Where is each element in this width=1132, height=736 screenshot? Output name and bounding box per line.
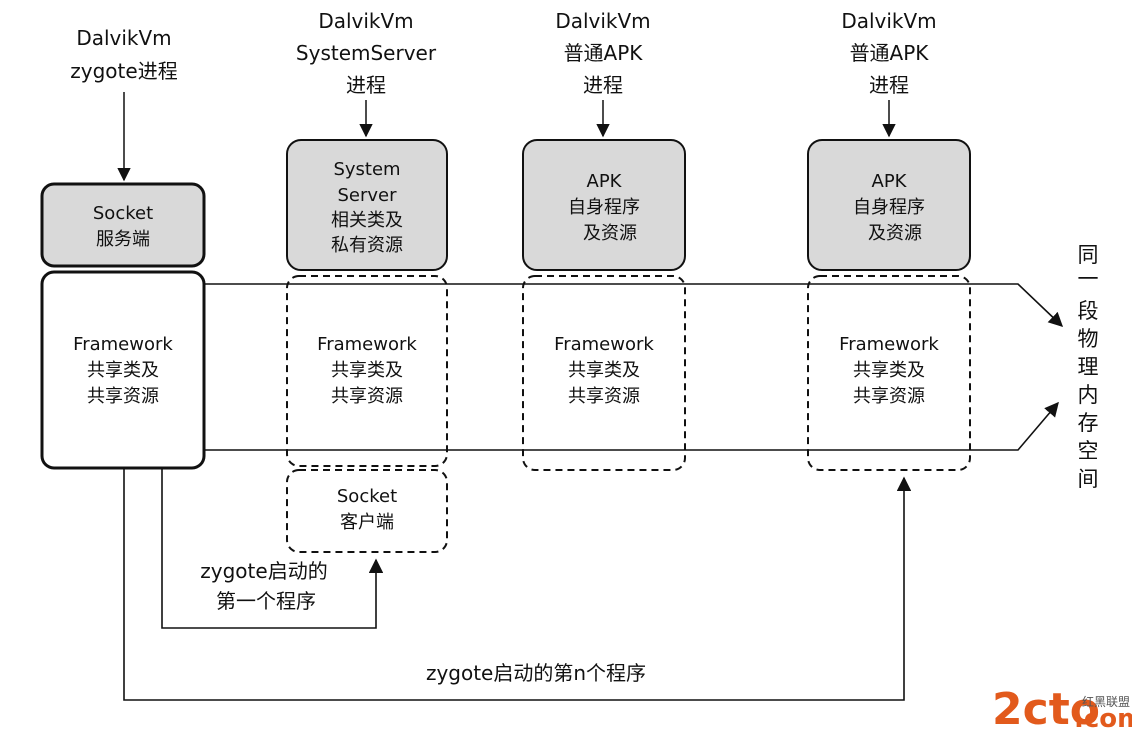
- shared-memory-char-5: 理: [1078, 355, 1099, 379]
- watermark-main: 2cto: [992, 684, 1100, 735]
- apk-1-framework-label-1: Framework: [554, 334, 654, 355]
- system-server-framework-label-2: 共享类及: [331, 360, 403, 381]
- header-system-server-line1: DalvikVm: [318, 9, 413, 33]
- apk-1-private-label-3: 及资源: [583, 223, 637, 244]
- shared-memory-top-line: [204, 283, 1064, 327]
- socket-client-label-1: Socket: [337, 486, 397, 507]
- apk-1-private-label-1: APK: [587, 171, 623, 192]
- apk-2-private-label-2: 自身程序: [853, 197, 925, 218]
- zygote-framework-box: [40, 270, 206, 470]
- arrow-nth-program: [123, 468, 912, 701]
- header-system-server: DalvikVm SystemServer 进程: [296, 9, 437, 97]
- zygote-framework-label-3: 共享资源: [87, 386, 159, 407]
- header-system-server-line2: SystemServer: [296, 41, 437, 65]
- nth-program-label: zygote启动的第n个程序: [426, 661, 646, 685]
- header-apk-2: DalvikVm 普通APK 进程: [841, 9, 936, 97]
- socket-server-label-2: 服务端: [96, 229, 150, 250]
- header-zygote-line1: DalvikVm: [76, 26, 171, 50]
- system-server-private-box: [286, 139, 448, 271]
- shared-memory-bottom-line: [204, 401, 1059, 451]
- header-apk-1: DalvikVm 普通APK 进程: [555, 9, 650, 97]
- apk-2-private-box: [807, 139, 971, 271]
- apk-2-framework-box: [807, 275, 971, 471]
- shared-memory-char-7: 存: [1078, 411, 1099, 435]
- system-server-framework-label-1: Framework: [317, 334, 417, 355]
- system-server-private-label-1: System: [333, 159, 400, 180]
- shared-memory-char-1: 同: [1078, 243, 1099, 267]
- socket-client-box: [286, 469, 448, 553]
- header-system-server-line3: 进程: [346, 73, 386, 97]
- apk-1-framework-box: [522, 275, 686, 471]
- shared-memory-char-2: 一: [1078, 267, 1099, 291]
- shared-memory-char-4: 物: [1078, 327, 1099, 351]
- watermark-small: 红黑联盟: [1082, 694, 1130, 709]
- apk-1-private-label-2: 自身程序: [568, 197, 640, 218]
- header-zygote-line2: zygote进程: [70, 59, 177, 83]
- apk-2-private-label-1: APK: [872, 171, 908, 192]
- header-apk-1-line3: 进程: [583, 73, 623, 97]
- apk-1-framework-label-3: 共享资源: [568, 386, 640, 407]
- apk-2-framework-label-3: 共享资源: [853, 386, 925, 407]
- shared-memory-char-8: 空: [1078, 439, 1099, 463]
- first-program-label-1: zygote启动的: [200, 559, 327, 583]
- shared-memory-char-3: 段: [1078, 299, 1099, 323]
- socket-server-label-1: Socket: [93, 203, 153, 224]
- header-apk-2-line3: 进程: [869, 73, 909, 97]
- watermark-suffix: .com: [1074, 704, 1132, 734]
- system-server-framework-box: [286, 275, 448, 467]
- system-server-framework-label-3: 共享资源: [331, 386, 403, 407]
- header-zygote: DalvikVm zygote进程: [70, 26, 177, 83]
- header-apk-2-line2: 普通APK: [850, 41, 930, 65]
- apk-1-private-box: [522, 139, 686, 271]
- first-program-label-2: 第一个程序: [216, 589, 316, 613]
- apk-2-framework-label-2: 共享类及: [853, 360, 925, 381]
- shared-memory-label: 同 一 段 物 理 内 存 空 间: [1078, 243, 1099, 491]
- shared-memory-char-9: 间: [1078, 467, 1099, 491]
- header-apk-1-line1: DalvikVm: [555, 9, 650, 33]
- zygote-framework-label-1: Framework: [73, 334, 173, 355]
- header-apk-2-line1: DalvikVm: [841, 9, 936, 33]
- apk-2-private-label-3: 及资源: [868, 223, 922, 244]
- apk-2-framework-label-1: Framework: [839, 334, 939, 355]
- system-server-private-label-2: Server: [337, 185, 397, 206]
- site-watermark: 2cto 红黑联盟 .com: [992, 684, 1132, 735]
- socket-server-box: [40, 182, 206, 268]
- apk-1-framework-label-2: 共享类及: [568, 360, 640, 381]
- system-server-private-label-3: 相关类及: [331, 210, 403, 231]
- system-server-private-label-4: 私有资源: [331, 235, 403, 256]
- socket-client-label-2: 客户端: [340, 512, 394, 533]
- zygote-framework-label-2: 共享类及: [87, 360, 159, 381]
- header-apk-1-line2: 普通APK: [564, 41, 644, 65]
- shared-memory-char-6: 内: [1078, 383, 1099, 407]
- arrow-first-program: [161, 468, 384, 629]
